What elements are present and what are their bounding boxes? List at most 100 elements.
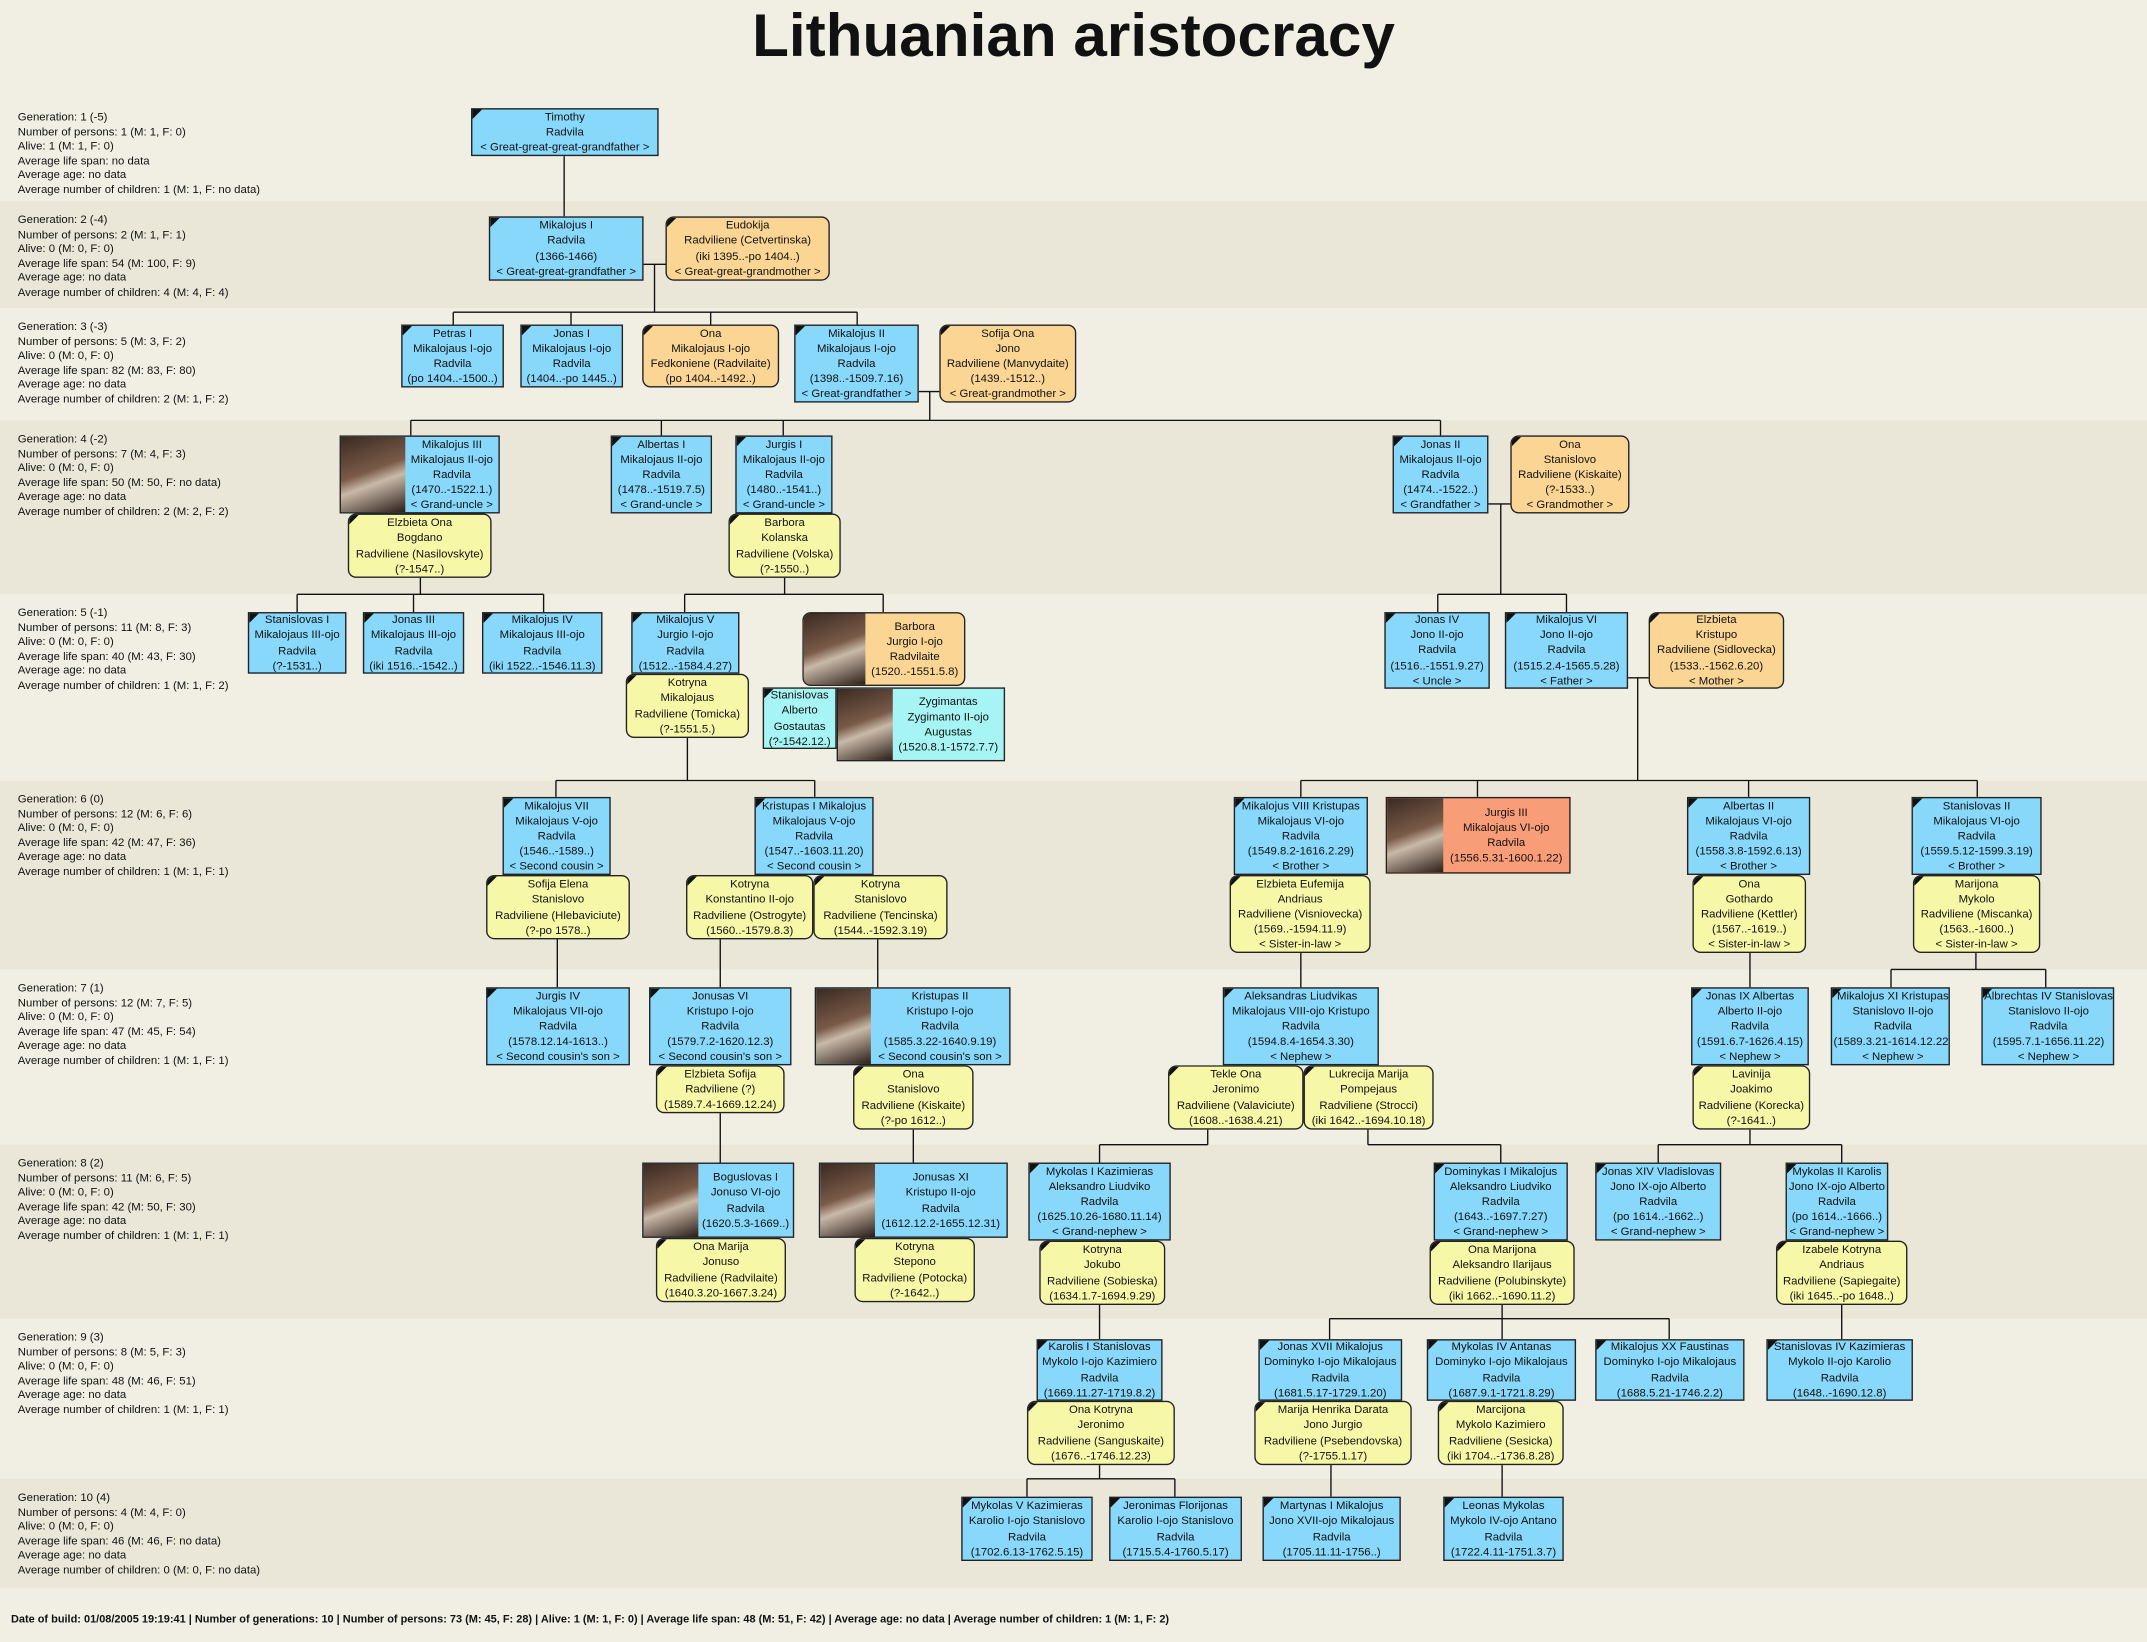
person-line: Mikalojaus III-ojo xyxy=(499,627,585,642)
generation-stats: Generation: 5 (-1)Number of persons: 11 … xyxy=(18,605,229,691)
corner-marker-icon xyxy=(349,514,359,525)
person-line: Stanislovo II-ojo xyxy=(2008,1003,2089,1017)
person-line: Radviliene (Visniovecka) xyxy=(1238,906,1363,921)
person-line: (1560..-1579.8.3) xyxy=(706,922,794,937)
person-line: Jurgio I-ojo xyxy=(886,633,943,648)
stat-line: Alive: 0 (M: 0, F: 0) xyxy=(17,1009,114,1023)
person-line: < Grandmother > xyxy=(1526,497,1614,512)
person-line: Albertas II xyxy=(1723,797,1775,812)
corner-marker-icon xyxy=(1385,613,1396,624)
person-line: Marcijona xyxy=(1476,1402,1526,1416)
stat-line: Generation: 3 (-3) xyxy=(17,319,108,333)
stat-line: Average age: no data xyxy=(17,1213,127,1227)
person-line: Albrechtas IV Stanislovas xyxy=(1984,987,2113,1002)
person-line: Lukrecija Marija xyxy=(1328,1066,1409,1081)
person-line: Radvila xyxy=(537,828,576,842)
stat-line: Alive: 0 (M: 0, F: 0) xyxy=(17,240,114,255)
portrait-photo xyxy=(816,988,871,1064)
person-line: (?-1551.5.) xyxy=(659,721,716,735)
corner-marker-icon xyxy=(854,1066,865,1077)
person-line: (?-1533..) xyxy=(1545,482,1595,496)
corner-marker-icon xyxy=(1912,798,1923,808)
person-line: Mikalojaus VII-ojo xyxy=(513,1003,603,1017)
